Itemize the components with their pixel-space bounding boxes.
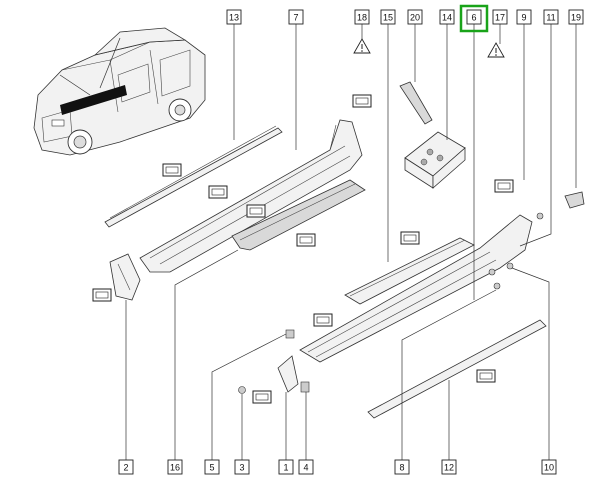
callout-3[interactable]: 3: [234, 459, 250, 475]
callout-number: 18: [357, 13, 367, 23]
callout-10[interactable]: 10: [541, 459, 557, 475]
callout-2[interactable]: 2: [118, 459, 134, 475]
leader-line-5: [211, 333, 287, 460]
warning-triangle-icon: [353, 38, 371, 54]
callout-box: [118, 459, 134, 475]
part-tag: [162, 163, 182, 177]
callout-box: [543, 9, 559, 25]
callout-number: 9: [521, 13, 526, 23]
callout-box: [298, 459, 314, 475]
callout-box: [441, 459, 457, 475]
callout-box: [466, 9, 482, 25]
part-tag: [296, 233, 316, 247]
callout-box: [492, 9, 508, 25]
part-tag: [92, 288, 112, 302]
part-tag: [352, 94, 372, 108]
callout-16[interactable]: 16: [167, 459, 183, 475]
callout-number: 2: [123, 463, 128, 473]
callout-number: 19: [571, 13, 581, 23]
callout-1[interactable]: 1: [278, 459, 294, 475]
callout-14[interactable]: 14: [439, 9, 455, 25]
leader-line-11: [519, 24, 552, 247]
part-tag: [208, 185, 228, 199]
callout-box: [568, 9, 584, 25]
callout-box: [407, 9, 423, 25]
callout-7[interactable]: 7: [288, 9, 304, 25]
callout-number: 7: [293, 13, 298, 23]
callout-number: 1: [283, 463, 288, 473]
leader-lines: [125, 24, 577, 460]
callout-box: [204, 459, 220, 475]
callout-number: 11: [546, 13, 555, 23]
part-tag: [246, 204, 266, 218]
part-1-mount-bracket: [277, 355, 299, 393]
callout-8[interactable]: 8: [394, 459, 410, 475]
part-12-lower-strip: [367, 319, 547, 419]
vehicle-overview-illustration: [33, 27, 206, 156]
warning-symbols: [353, 38, 505, 58]
callout-17[interactable]: 17: [492, 9, 508, 25]
callout-20[interactable]: 20: [407, 9, 423, 25]
part-14-clip-kit: [404, 131, 466, 189]
callout-box: [234, 459, 250, 475]
callout-box: [167, 459, 183, 475]
callout-12[interactable]: 12: [441, 459, 457, 475]
part-2-corner-piece: [109, 253, 141, 301]
leader-line-16: [174, 249, 239, 460]
callout-box: [516, 9, 532, 25]
part-20-clip: [399, 81, 433, 125]
callout-number: 13: [229, 13, 239, 23]
callout-box: [278, 459, 294, 475]
callout-19[interactable]: 19: [568, 9, 584, 25]
warning-triangle-icon: [487, 42, 505, 58]
callout-number: 16: [170, 463, 180, 473]
leader-line-10: [511, 267, 550, 460]
callout-5[interactable]: 5: [204, 459, 220, 475]
callout-number: 8: [399, 463, 404, 473]
label-tags: [92, 94, 514, 404]
callout-box: [394, 459, 410, 475]
leader-line-8: [401, 289, 497, 460]
callout-number: 6: [471, 13, 476, 23]
callout-13[interactable]: 13: [226, 9, 242, 25]
callout-18[interactable]: 18: [354, 9, 370, 25]
callout-11[interactable]: 11: [543, 9, 559, 25]
callout-9[interactable]: 9: [516, 9, 532, 25]
callout-box: [288, 9, 304, 25]
part-tag: [476, 369, 496, 383]
part-tag: [494, 179, 514, 193]
callout-number: 10: [544, 463, 554, 473]
callout-number: 17: [495, 13, 505, 23]
fasteners: [238, 191, 585, 394]
part-16-bracket: [231, 179, 366, 251]
callout-number: 14: [442, 13, 452, 23]
part-13-trim-strip: [104, 125, 283, 228]
callout-box: [354, 9, 370, 25]
callout-number: 20: [410, 13, 420, 23]
part-tag: [252, 390, 272, 404]
part-tag: [313, 313, 333, 327]
callout-number: 4: [303, 463, 308, 473]
highlighted-part-frame: [459, 4, 489, 33]
callout-15[interactable]: 15: [380, 9, 396, 25]
callout-number: 5: [209, 463, 214, 473]
callout-number: 15: [383, 13, 393, 23]
callout-box: [439, 9, 455, 25]
callout-number: 12: [444, 463, 454, 473]
callout-box: [380, 9, 396, 25]
callout-4[interactable]: 4: [298, 459, 314, 475]
part-tag: [400, 231, 420, 245]
callout-box: [226, 9, 242, 25]
callout-number: 3: [239, 463, 244, 473]
callout-6[interactable]: 6: [466, 9, 482, 25]
callout-box: [541, 459, 557, 475]
